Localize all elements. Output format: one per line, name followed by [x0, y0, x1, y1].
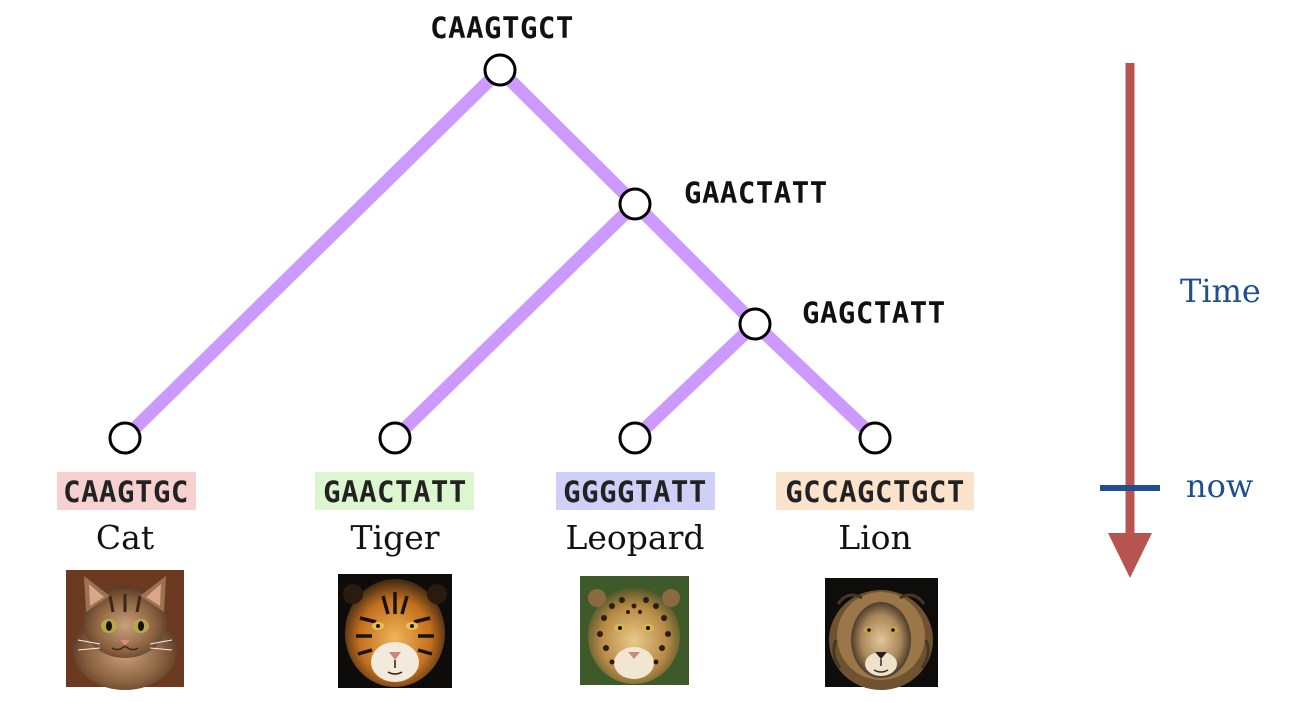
branch-node2-leopard: [630, 319, 760, 443]
lion-label: Lion: [838, 518, 912, 557]
time-label: Time: [1180, 272, 1261, 310]
branch-node1-node2: [630, 199, 760, 329]
leopard-sequence: GGGGTATT: [563, 475, 707, 509]
node1-sequence: GAACTATT: [684, 176, 828, 210]
internal-node-2: [738, 307, 772, 341]
leaf-node-tiger: [378, 421, 412, 455]
time-arrow: [1108, 63, 1152, 578]
leopard-photo: [580, 576, 689, 685]
branch-node1-tiger: [390, 199, 640, 443]
leaf-node-cat: [108, 421, 142, 455]
branch-node2-lion: [750, 319, 880, 443]
lion-sequence-highlight: [776, 472, 974, 510]
internal-node-1: [618, 187, 652, 221]
lion-sequence: GCCAGCTGCT: [785, 475, 965, 509]
now-label: now: [1186, 467, 1253, 505]
root-sequence: CAAGTGCT: [430, 11, 574, 45]
leopard-label: Leopard: [565, 518, 704, 557]
branch-root-cat: [120, 65, 505, 443]
tree-branches: [120, 65, 880, 443]
node2-sequence: GAGCTATT: [802, 296, 946, 330]
leaf-node-lion: [858, 421, 892, 455]
leopard-sequence-highlight: [556, 472, 715, 510]
tiger-sequence-highlight: [315, 472, 474, 510]
tiger-sequence: GAACTATT: [323, 475, 467, 509]
lion-photo: [825, 578, 938, 690]
cat-photo: [66, 570, 184, 690]
tiger-label: Tiger: [351, 518, 440, 557]
leaf-node-leopard: [618, 421, 652, 455]
cat-sequence: CAAGTGC: [63, 475, 189, 509]
branch-root-node1: [495, 65, 640, 209]
cat-label: Cat: [96, 518, 154, 557]
tiger-photo: [338, 574, 452, 688]
root-node: [483, 53, 517, 87]
cat-sequence-highlight: [57, 472, 196, 510]
